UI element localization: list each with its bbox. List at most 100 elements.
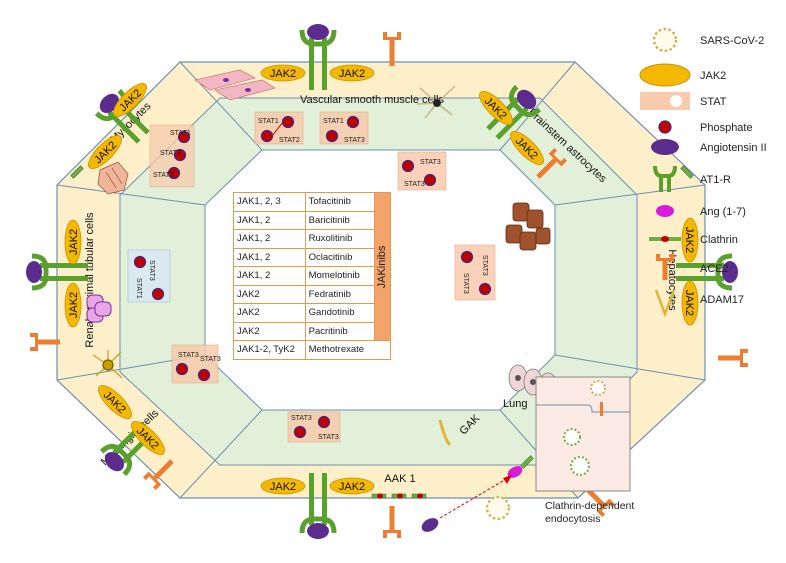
ang-1-7-icon: [507, 466, 523, 478]
target-cell: JAK1, 2: [233, 229, 306, 249]
svg-text:STAT1: STAT1: [323, 118, 344, 125]
drug-cell: Gandotinib: [304, 303, 375, 323]
adam17-icon: [654, 289, 676, 318]
jakinibs-label: JAKinibs: [376, 245, 389, 288]
jak2-label: JAK2: [683, 227, 695, 253]
drug-cell: Baricitinib: [304, 210, 375, 230]
mesangial-cell-icon: [92, 350, 123, 379]
table-row: JAK2 Gandotinib: [233, 303, 391, 323]
svg-text:STAT1: STAT1: [170, 130, 191, 137]
drug-cell: Methotrexate: [304, 340, 392, 360]
jak2-label: JAK2: [270, 68, 296, 80]
label-lung: Lung: [503, 398, 527, 410]
legend-label: SARS-CoV-2: [700, 35, 764, 47]
drug-cell: Ruxolitinib: [304, 229, 375, 249]
drug-cell: Momelotinib: [304, 266, 375, 286]
ace2-icon: [30, 32, 748, 538]
label-aak1: AAK 1: [384, 473, 415, 485]
jak2-label: JAK2: [68, 292, 80, 318]
virus-icon: [563, 380, 606, 476]
stat-icon: [640, 92, 690, 110]
angiotensin-ii-icon: [421, 518, 439, 532]
svg-text:STAT1: STAT1: [135, 278, 142, 299]
target-cell: JAK1, 2, 3: [233, 192, 306, 212]
target-cell: JAK1, 2: [233, 266, 306, 286]
legend-label: JAK2: [700, 70, 726, 82]
drug-cell: Fedratinib: [304, 284, 375, 304]
legend-label: ADAM17: [700, 294, 744, 306]
ang-1-7-icon: [656, 205, 674, 217]
adam17-icon: [438, 419, 452, 447]
legend-label: Angiotensin II: [700, 142, 767, 154]
clathrin-icon: [649, 236, 681, 242]
endocytosis-caption: Clathrin-dependent endocytosis: [545, 500, 635, 525]
jakinibs-bar: JAKinibs: [373, 192, 392, 341]
legend-label: ACE2: [700, 263, 729, 275]
table-row: JAK1, 2 Baricitinib: [233, 210, 391, 230]
drug-cell: Pacritinib: [304, 321, 375, 341]
target-cell: JAK1, 2: [233, 210, 306, 230]
svg-text:STAT3: STAT3: [318, 434, 339, 441]
jak2-icon: [639, 63, 691, 87]
virus-icon: [485, 495, 511, 521]
svg-text:STAT1: STAT1: [258, 118, 279, 125]
drug-cell: Tofacitinib: [304, 192, 375, 212]
smooth-muscle-cells-icon: [194, 69, 276, 101]
table-row: JAK1, 2, 3 Tofacitinib JAKinibs: [233, 192, 392, 341]
svg-text:STAT3: STAT3: [481, 255, 488, 276]
ace2-icon: [656, 254, 674, 280]
endocytosis-inset: [535, 376, 631, 492]
jak-inhibitor-table: JAK1, 2, 3 Tofacitinib JAKinibs JAK1, 2 …: [233, 192, 392, 360]
astrocyte-icon: [416, 85, 456, 119]
target-cell: JAK1, 2: [233, 247, 306, 267]
svg-text:STAT3: STAT3: [148, 260, 155, 281]
stat-groups: STAT1 STAT2 STAT1 STAT3 STAT3 STAT3 STAT…: [127, 111, 496, 443]
phosphate-icon: [658, 120, 672, 134]
svg-text:STAT3: STAT3: [200, 356, 221, 363]
virus-icon: [652, 27, 678, 53]
at1r-receptor-icon: [26, 24, 738, 539]
jak2-label: JAK2: [270, 481, 296, 493]
clathrin-icon: [70, 165, 694, 499]
legend-label: Phosphate: [700, 122, 753, 134]
at1r-receptor-icon: [653, 165, 677, 192]
table-row: JAK1-2, TyK2 Methotrexate: [233, 340, 392, 360]
target-cell: JAK2: [233, 284, 306, 304]
table-row: JAK1, 2 Oclacitinib: [233, 247, 391, 267]
svg-text:STAT3: STAT3: [160, 150, 181, 157]
svg-text:STAT3: STAT3: [178, 352, 199, 359]
jak2-label: JAK2: [339, 68, 365, 80]
jak2-label: JAK2: [339, 481, 365, 493]
table-row: JAK2 Pacritinib: [233, 321, 391, 341]
target-cell: JAK1-2, TyK2: [233, 340, 306, 360]
legend: SARS-CoV-2 JAK2 STAT Phosphate Angiotens…: [639, 27, 767, 318]
arrow-head-icon: [503, 475, 512, 484]
svg-text:STAT3: STAT3: [420, 159, 441, 166]
hepatocyte-icon: [505, 202, 551, 251]
svg-text:STAT3: STAT3: [462, 273, 469, 294]
renal-tubular-cells-icon: [86, 294, 112, 323]
jak2-label: JAK2: [68, 229, 80, 255]
target-cell: JAK2: [233, 321, 306, 341]
conversion-arrow: [439, 477, 509, 519]
jak2-label: JAK2: [683, 290, 695, 316]
myocyte-icon: [97, 161, 129, 195]
angiotensin-ii-icon: [651, 139, 679, 155]
svg-text:STAT3: STAT3: [344, 137, 365, 144]
svg-text:STAT3: STAT3: [153, 172, 174, 179]
svg-text:STAT3: STAT3: [404, 181, 425, 188]
legend-label: STAT: [700, 96, 727, 108]
legend-label: AT1-R: [700, 174, 731, 186]
label-hepatocytes: Hepatocytes: [666, 249, 678, 311]
svg-text:STAT3: STAT3: [291, 415, 312, 422]
svg-text:STAT2: STAT2: [279, 137, 300, 144]
drug-cell: Oclacitinib: [304, 247, 375, 267]
table-row: JAK1, 2 Momelotinib: [233, 266, 391, 286]
label-vascular: Vascular smooth muscle cells: [300, 94, 445, 106]
table-row: JAK1, 2 Ruxolitinib: [233, 229, 391, 249]
legend-label: Clathrin: [700, 234, 738, 246]
table-row: JAK2 Fedratinib: [233, 284, 391, 304]
legend-label: Ang (1-7): [700, 206, 746, 218]
target-cell: JAK2: [233, 303, 306, 323]
